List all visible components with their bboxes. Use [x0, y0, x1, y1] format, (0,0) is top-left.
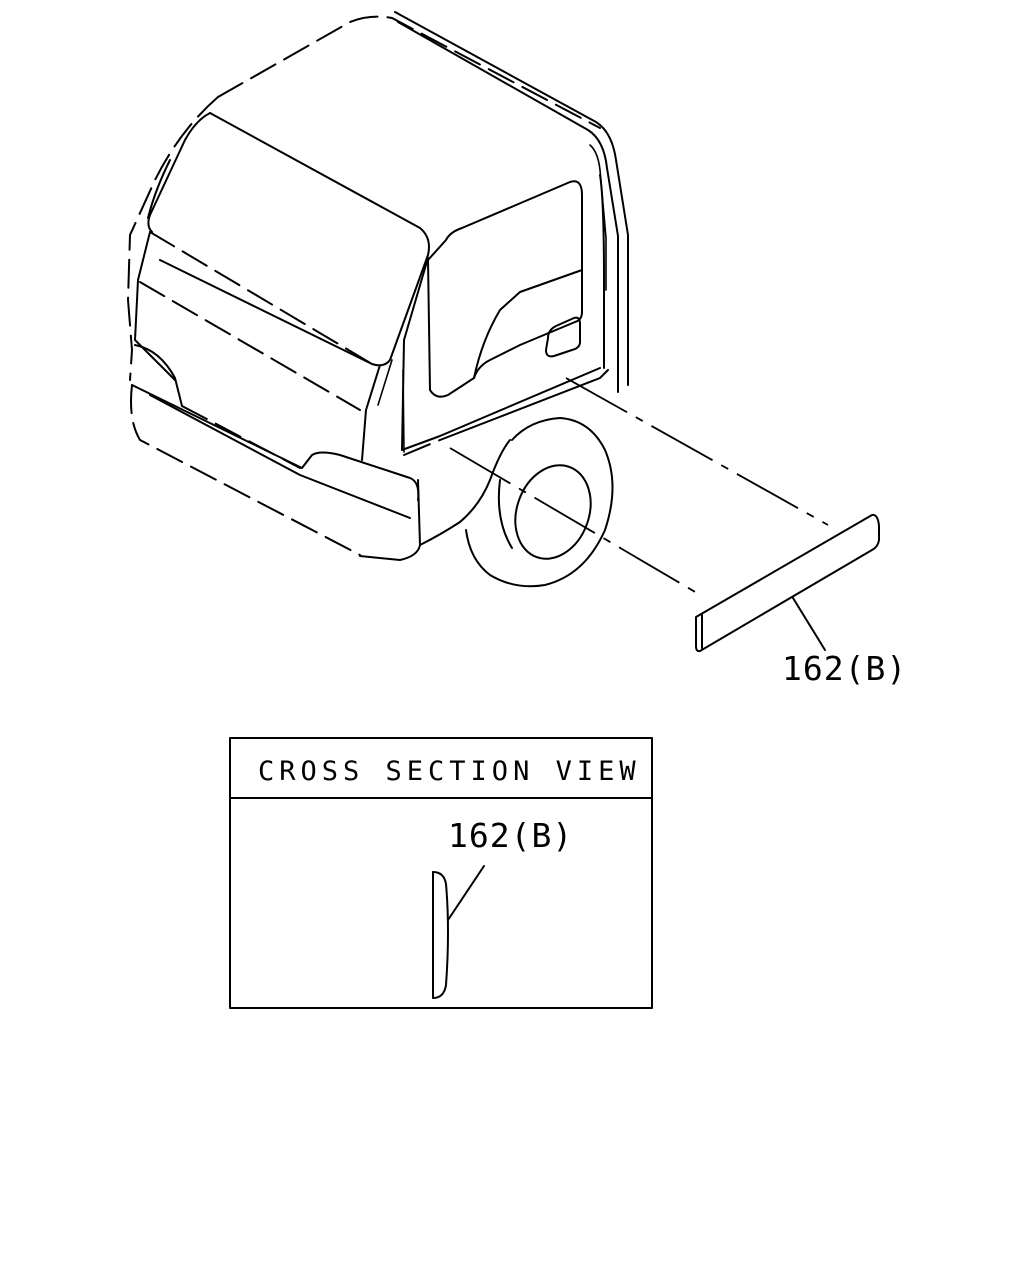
bumper-right-end — [359, 479, 421, 561]
cab-rear-gutter-inner — [397, 21, 619, 393]
windshield-bottom — [149, 231, 373, 365]
cab-roof-outline — [217, 15, 601, 129]
projection-line-upper — [565, 377, 829, 526]
truck-cab-illustration — [126, 11, 629, 588]
projection-lines — [449, 377, 829, 597]
cross-section-profile — [432, 871, 449, 999]
windshield-top — [159, 112, 430, 367]
cab-left-pillar — [126, 96, 219, 381]
cab-rear-gutter — [394, 11, 629, 386]
door-window-frame — [427, 180, 583, 398]
cab-side-lower — [403, 439, 441, 456]
cross-section-title: CROSS SECTION VIEW — [258, 756, 641, 787]
door-outline — [401, 257, 601, 451]
wheel-tire-inner — [497, 479, 513, 549]
part-number-label: 162(B) — [782, 649, 907, 688]
wheel-tire-outer — [465, 417, 614, 588]
door-rear-edge — [599, 174, 605, 369]
cab-front-right-edge — [361, 364, 381, 461]
bumper-lower — [149, 394, 411, 519]
cab-front-face — [139, 281, 361, 411]
door-handle — [545, 316, 581, 358]
cross-section-view-box: CROSS SECTION VIEW 162(B) — [229, 737, 653, 1009]
cross-section-frame — [229, 737, 653, 1009]
front-panel-line — [134, 344, 183, 407]
door-window-divider — [473, 291, 521, 379]
projection-line-lower — [449, 447, 703, 597]
callout-leader-line — [792, 597, 826, 651]
cab-rear-gutter-line — [589, 144, 607, 291]
front-grille-line — [181, 405, 301, 469]
molding-part[interactable] — [695, 513, 880, 653]
bumper-front — [130, 384, 361, 556]
windshield-left — [147, 112, 211, 233]
cab-front-pillar-right — [377, 359, 393, 406]
cab-side-step — [439, 369, 609, 441]
cross-section-leader-line — [447, 865, 485, 921]
door-front-edge — [402, 369, 405, 453]
wheel-arch — [419, 439, 511, 546]
cab-front-left-edge — [134, 231, 176, 381]
cross-section-part-label: 162(B) — [448, 816, 573, 855]
bumper-top — [131, 384, 420, 501]
wheel-hub — [514, 464, 592, 560]
door-window-inner — [519, 269, 583, 293]
molding-outline — [695, 513, 880, 653]
cab-left-edge — [147, 159, 171, 219]
